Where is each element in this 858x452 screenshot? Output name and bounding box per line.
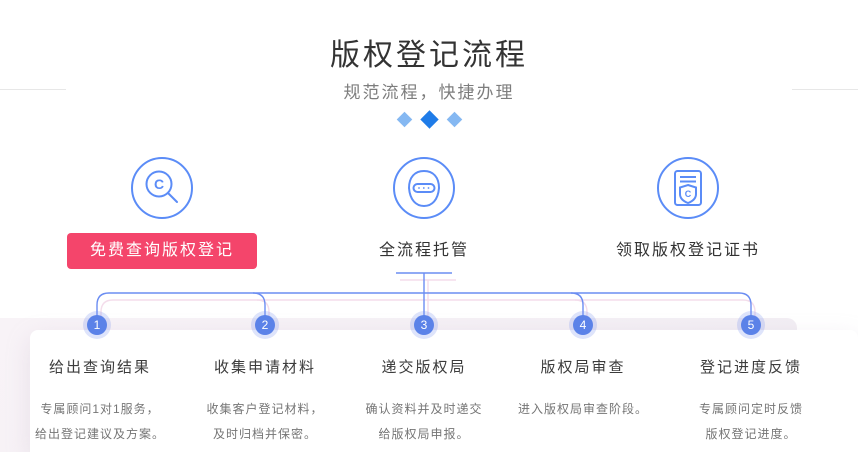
decor-line-left [0,89,66,90]
step-description: 专属顾问定时反馈 版权登记进度。 [698,402,803,441]
diamond-icon [446,111,462,127]
step-description: 收集客户登记材料， 及时归档并保密。 [206,402,324,441]
flow-connector [96,272,756,323]
diamond-icon [419,109,439,129]
step-item: 版权局审查 进入版权局审查阶段。 [503,356,663,422]
agent-icon [393,157,455,219]
step-title: 给出查询结果 [48,359,151,376]
free-query-button[interactable]: 免费查询版权登记 [67,233,257,269]
step-title: 登记进度反馈 [699,359,802,376]
step-title: 递交版权局 [381,359,467,376]
certificate-icon: C [657,157,719,219]
feature-label-hosting[interactable]: 全流程托管 [378,242,469,259]
svg-text:C: C [685,189,692,199]
diamond-divider [0,109,858,129]
step-title: 收集申请材料 [213,359,316,376]
step-badge-2: 2 [255,315,275,335]
svg-text:C: C [154,176,164,192]
copyright-search-icon: C [131,157,193,219]
diamond-icon [396,111,412,127]
page-title: 版权登记流程 [330,39,528,72]
step-description: 专属顾问1对1服务， 给出登记建议及方案。 [34,402,165,441]
feature-label-certificate[interactable]: 领取版权登记证书 [615,242,760,259]
step-badge-3: 3 [414,315,434,335]
step-title: 版权局审查 [540,359,626,376]
step-description: 进入版权局审查阶段。 [517,402,648,416]
step-item: 递交版权局 确认资料并及时递交 给版权局申报。 [344,356,504,447]
decor-line-right [792,89,858,90]
step-item: 给出查询结果 专属顾问1对1服务， 给出登记建议及方案。 [20,356,180,447]
page-subtitle: 规范流程，快捷办理 [343,83,515,102]
steps-card [30,330,858,452]
step-badge-5: 5 [741,315,761,335]
step-badge-4: 4 [573,315,593,335]
step-badge-1: 1 [87,315,107,335]
step-description: 确认资料并及时递交 给版权局申报。 [365,402,483,441]
step-item: 登记进度反馈 专属顾问定时反馈 版权登记进度。 [671,356,831,447]
step-item: 收集申请材料 收集客户登记材料， 及时归档并保密。 [185,356,345,447]
